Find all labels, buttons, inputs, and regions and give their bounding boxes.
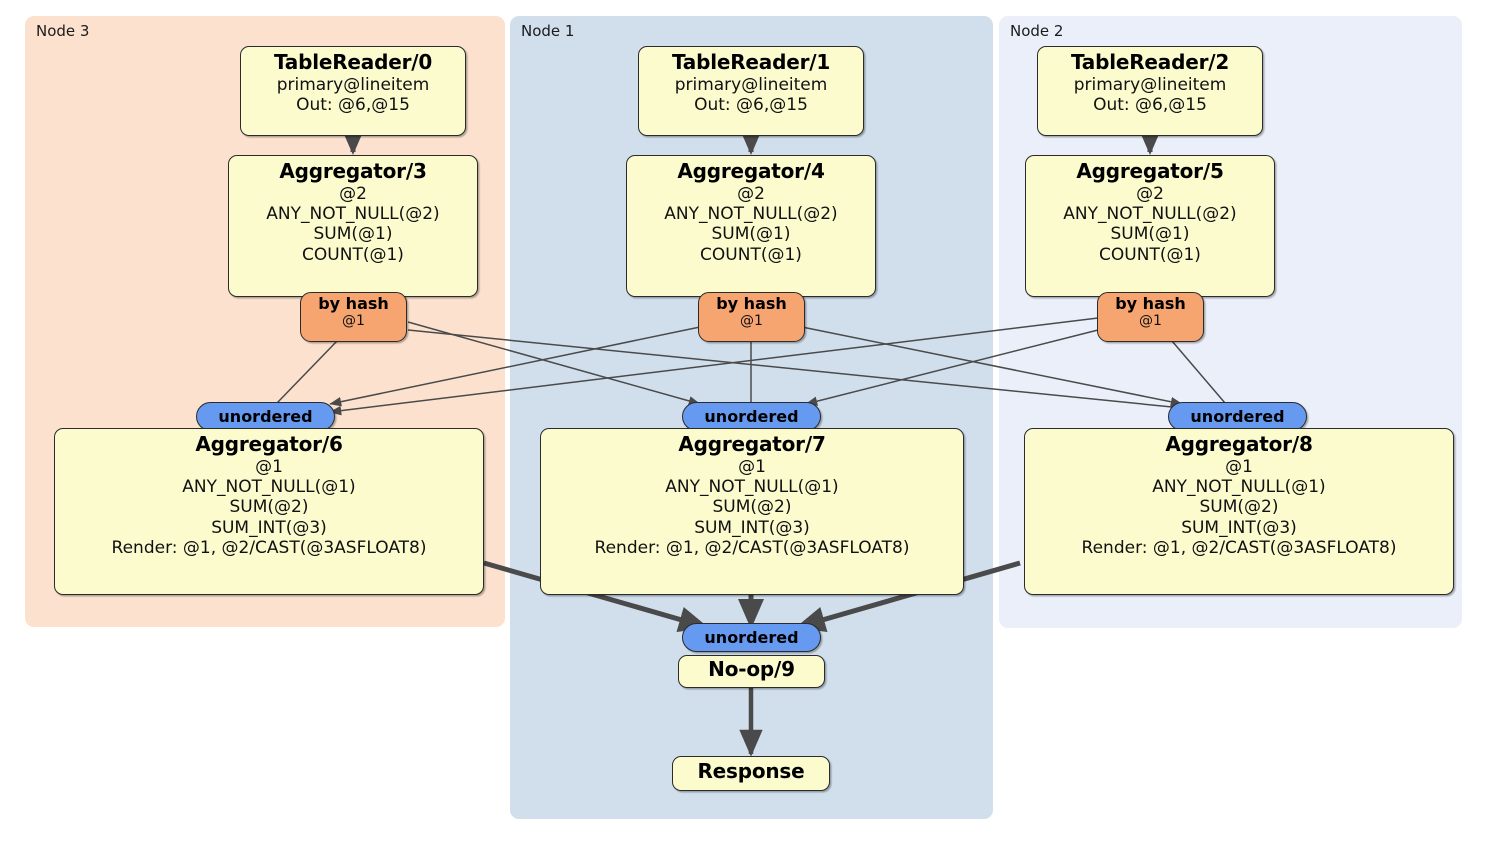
processor-detail-line: COUNT(@1)	[700, 244, 802, 265]
processor-detail-line: ANY_NOT_NULL(@1)	[182, 476, 356, 497]
processor-detail-line: @2	[339, 183, 367, 204]
processor-aggregator-7[interactable]: Aggregator/7 @1 ANY_NOT_NULL(@1) SUM(@2)…	[540, 428, 964, 595]
router-unordered-aggregator-6[interactable]: unordered	[196, 402, 335, 431]
node-panel-label-node-3: Node 3	[36, 22, 90, 40]
processor-detail-line: @1	[255, 456, 283, 477]
processor-detail-line: Render: @1, @2/CAST(@3ASFLOAT8)	[1081, 538, 1397, 559]
processor-detail-line: SUM_INT(@3)	[1181, 517, 1297, 538]
router-unordered-aggregator-7[interactable]: unordered	[682, 402, 821, 431]
processor-detail-line: Render: @1, @2/CAST(@3ASFLOAT8)	[111, 538, 427, 559]
processor-detail-line: @1	[738, 456, 766, 477]
router-title: unordered	[704, 627, 799, 647]
processor-detail-line: SUM_INT(@3)	[694, 517, 810, 538]
processor-noop-9[interactable]: No-op/9	[678, 655, 825, 688]
processor-title: Aggregator/6	[195, 432, 343, 456]
router-title: by hash	[318, 294, 389, 313]
processor-detail-line: Out: @6,@15	[296, 94, 410, 115]
router-subtitle: @1	[342, 313, 365, 330]
processor-detail-line: COUNT(@1)	[302, 244, 404, 265]
processor-detail-line: ANY_NOT_NULL(@1)	[1152, 476, 1326, 497]
router-by-hash-aggregator-5[interactable]: by hash @1	[1097, 292, 1204, 342]
processor-aggregator-6[interactable]: Aggregator/6 @1 ANY_NOT_NULL(@1) SUM(@2)…	[54, 428, 484, 595]
processor-title: TableReader/1	[671, 50, 831, 74]
processor-detail-line: SUM(@2)	[712, 497, 792, 518]
node-panel-label-node-2: Node 2	[1010, 22, 1064, 40]
processor-detail-line: primary@lineitem	[1073, 74, 1227, 95]
router-subtitle: @1	[740, 313, 763, 330]
processor-detail-line: @1	[1225, 456, 1253, 477]
processor-title: Response	[697, 759, 805, 783]
processor-detail-line: ANY_NOT_NULL(@2)	[266, 203, 440, 224]
processor-title: Aggregator/7	[678, 432, 826, 456]
processor-tablereader-0[interactable]: TableReader/0 primary@lineitem Out: @6,@…	[240, 46, 466, 136]
processor-detail-line: @2	[737, 183, 765, 204]
router-by-hash-aggregator-3[interactable]: by hash @1	[300, 292, 407, 342]
router-title: by hash	[716, 294, 787, 313]
node-panel-label-node-1: Node 1	[521, 22, 575, 40]
processor-title: Aggregator/5	[1076, 159, 1224, 183]
processor-detail-line: @2	[1136, 183, 1164, 204]
processor-detail-line: SUM_INT(@3)	[211, 517, 327, 538]
processor-aggregator-3[interactable]: Aggregator/3 @2 ANY_NOT_NULL(@2) SUM(@1)…	[228, 155, 478, 297]
processor-title: TableReader/2	[1070, 50, 1230, 74]
processor-detail-line: Render: @1, @2/CAST(@3ASFLOAT8)	[594, 538, 910, 559]
router-title: unordered	[704, 406, 799, 426]
processor-detail-line: ANY_NOT_NULL(@2)	[1063, 203, 1237, 224]
processor-tablereader-1[interactable]: TableReader/1 primary@lineitem Out: @6,@…	[638, 46, 864, 136]
processor-detail-line: Out: @6,@15	[694, 94, 808, 115]
processor-detail-line: SUM(@1)	[313, 224, 393, 245]
processor-detail-line: SUM(@1)	[711, 224, 791, 245]
processor-tablereader-2[interactable]: TableReader/2 primary@lineitem Out: @6,@…	[1037, 46, 1263, 136]
router-title: by hash	[1115, 294, 1186, 313]
processor-title: Aggregator/3	[279, 159, 427, 183]
router-unordered-final[interactable]: unordered	[682, 623, 821, 652]
processor-detail-line: Out: @6,@15	[1093, 94, 1207, 115]
processor-detail-line: ANY_NOT_NULL(@1)	[665, 476, 839, 497]
processor-title: No-op/9	[708, 657, 795, 681]
processor-detail-line: primary@lineitem	[674, 74, 828, 95]
router-subtitle: @1	[1139, 313, 1162, 330]
router-title: unordered	[1190, 406, 1285, 426]
processor-title: Aggregator/8	[1165, 432, 1313, 456]
processor-title: TableReader/0	[273, 50, 433, 74]
processor-detail-line: primary@lineitem	[276, 74, 430, 95]
processor-response[interactable]: Response	[672, 756, 830, 791]
processor-detail-line: ANY_NOT_NULL(@2)	[664, 203, 838, 224]
processor-aggregator-5[interactable]: Aggregator/5 @2 ANY_NOT_NULL(@2) SUM(@1)…	[1025, 155, 1275, 297]
processor-aggregator-8[interactable]: Aggregator/8 @1 ANY_NOT_NULL(@1) SUM(@2)…	[1024, 428, 1454, 595]
processor-detail-line: COUNT(@1)	[1099, 244, 1201, 265]
processor-detail-line: SUM(@2)	[1199, 497, 1279, 518]
router-by-hash-aggregator-4[interactable]: by hash @1	[698, 292, 805, 342]
processor-detail-line: SUM(@1)	[1110, 224, 1190, 245]
router-unordered-aggregator-8[interactable]: unordered	[1168, 402, 1307, 431]
router-title: unordered	[218, 406, 313, 426]
processor-title: Aggregator/4	[677, 159, 825, 183]
processor-aggregator-4[interactable]: Aggregator/4 @2 ANY_NOT_NULL(@2) SUM(@1)…	[626, 155, 876, 297]
processor-detail-line: SUM(@2)	[229, 497, 309, 518]
